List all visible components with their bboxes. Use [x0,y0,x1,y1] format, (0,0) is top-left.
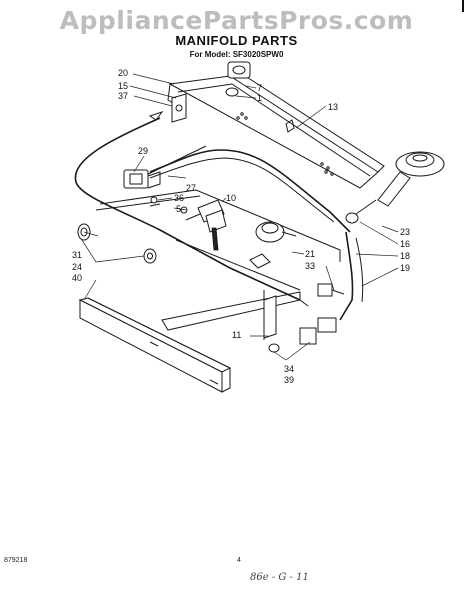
callout-21: 21 [305,249,315,259]
callout-18: 18 [400,251,410,261]
valve-tubes [139,145,351,233]
callout-39: 39 [284,375,294,385]
callout-33: 33 [305,261,315,271]
front-panel-40 [78,297,232,393]
callout-29: 29 [138,146,148,156]
leader-lines [81,73,399,361]
callout-20: 20 [118,68,128,78]
callout-19: 19 [400,263,410,273]
top-orifice-hood [225,61,251,97]
callout-10: 10 [226,193,236,203]
manifold-frame [95,189,341,291]
callout-13: 13 [328,102,338,112]
page-number: 4 [237,557,241,564]
callout-40: 40 [72,273,82,283]
burner-valves-10 [185,199,227,251]
thermostat-33 [299,283,345,345]
lower-bracket [161,290,309,353]
callout-31: 31 [72,250,82,260]
handwritten-note: 86e - G - 11 [250,572,309,583]
knob-24 [143,248,157,264]
callout-34: 34 [284,364,294,374]
callout-11: 11 [232,330,241,340]
callout-5: 5 [176,204,181,214]
burner-cap-21 [249,221,297,269]
callout-1: 1 [257,93,262,103]
gas-tube [74,111,301,301]
callout-16: 16 [400,239,410,249]
bracket-15 [171,93,187,123]
callout-27: 27 [186,183,196,193]
surface-burner [345,151,445,224]
callout-37: 37 [118,91,128,101]
callout-7: 7 [257,83,262,93]
screw-13 [285,119,295,133]
callout-24: 24 [72,262,82,272]
footer-code: 879218 [4,557,28,564]
page-title: MANIFOLD PARTS [175,33,298,48]
callout-23: 23 [400,227,410,237]
model-label: For Model: SF3020SPW0 [189,50,284,59]
edge-mark [462,0,464,12]
control-valve-29 [123,169,161,189]
callout-36: 36 [174,193,184,203]
callout-15: 15 [118,81,128,91]
tubing-18-19 [339,231,364,321]
watermark: AppliancePartsPros.com [59,6,414,35]
